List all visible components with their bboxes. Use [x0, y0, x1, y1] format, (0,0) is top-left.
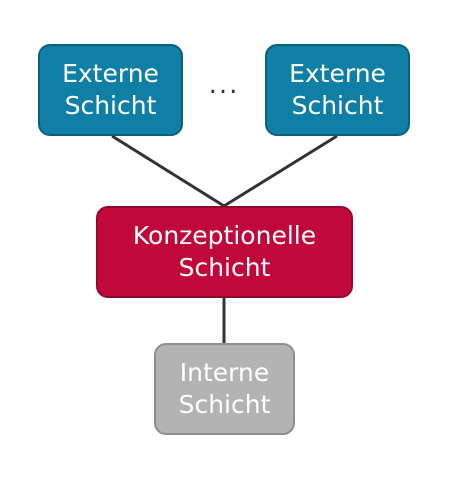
connector-external-right-to-conceptual: [223, 134, 338, 208]
external-layer-right-line1: Externe: [289, 59, 386, 88]
internal-layer-line1: Interne: [179, 358, 270, 387]
internal-layer-line2: Schicht: [178, 390, 271, 419]
ellipsis-text: ...: [208, 70, 240, 100]
external-layer-left-line1: Externe: [62, 59, 159, 88]
conceptual-layer-node: Konzeptionelle Schicht: [96, 206, 353, 298]
conceptual-layer-line1: Konzeptionelle: [132, 221, 317, 250]
external-layer-left-line2: Schicht: [64, 91, 157, 120]
external-layer-right-line2: Schicht: [291, 91, 384, 120]
conceptual-layer-line2: Schicht: [178, 253, 271, 282]
external-layer-node-left: Externe Schicht: [38, 44, 183, 136]
external-layer-node-right: Externe Schicht: [265, 44, 410, 136]
internal-layer-node: Interne Schicht: [154, 343, 295, 435]
connector-external-left-to-conceptual: [111, 134, 225, 208]
